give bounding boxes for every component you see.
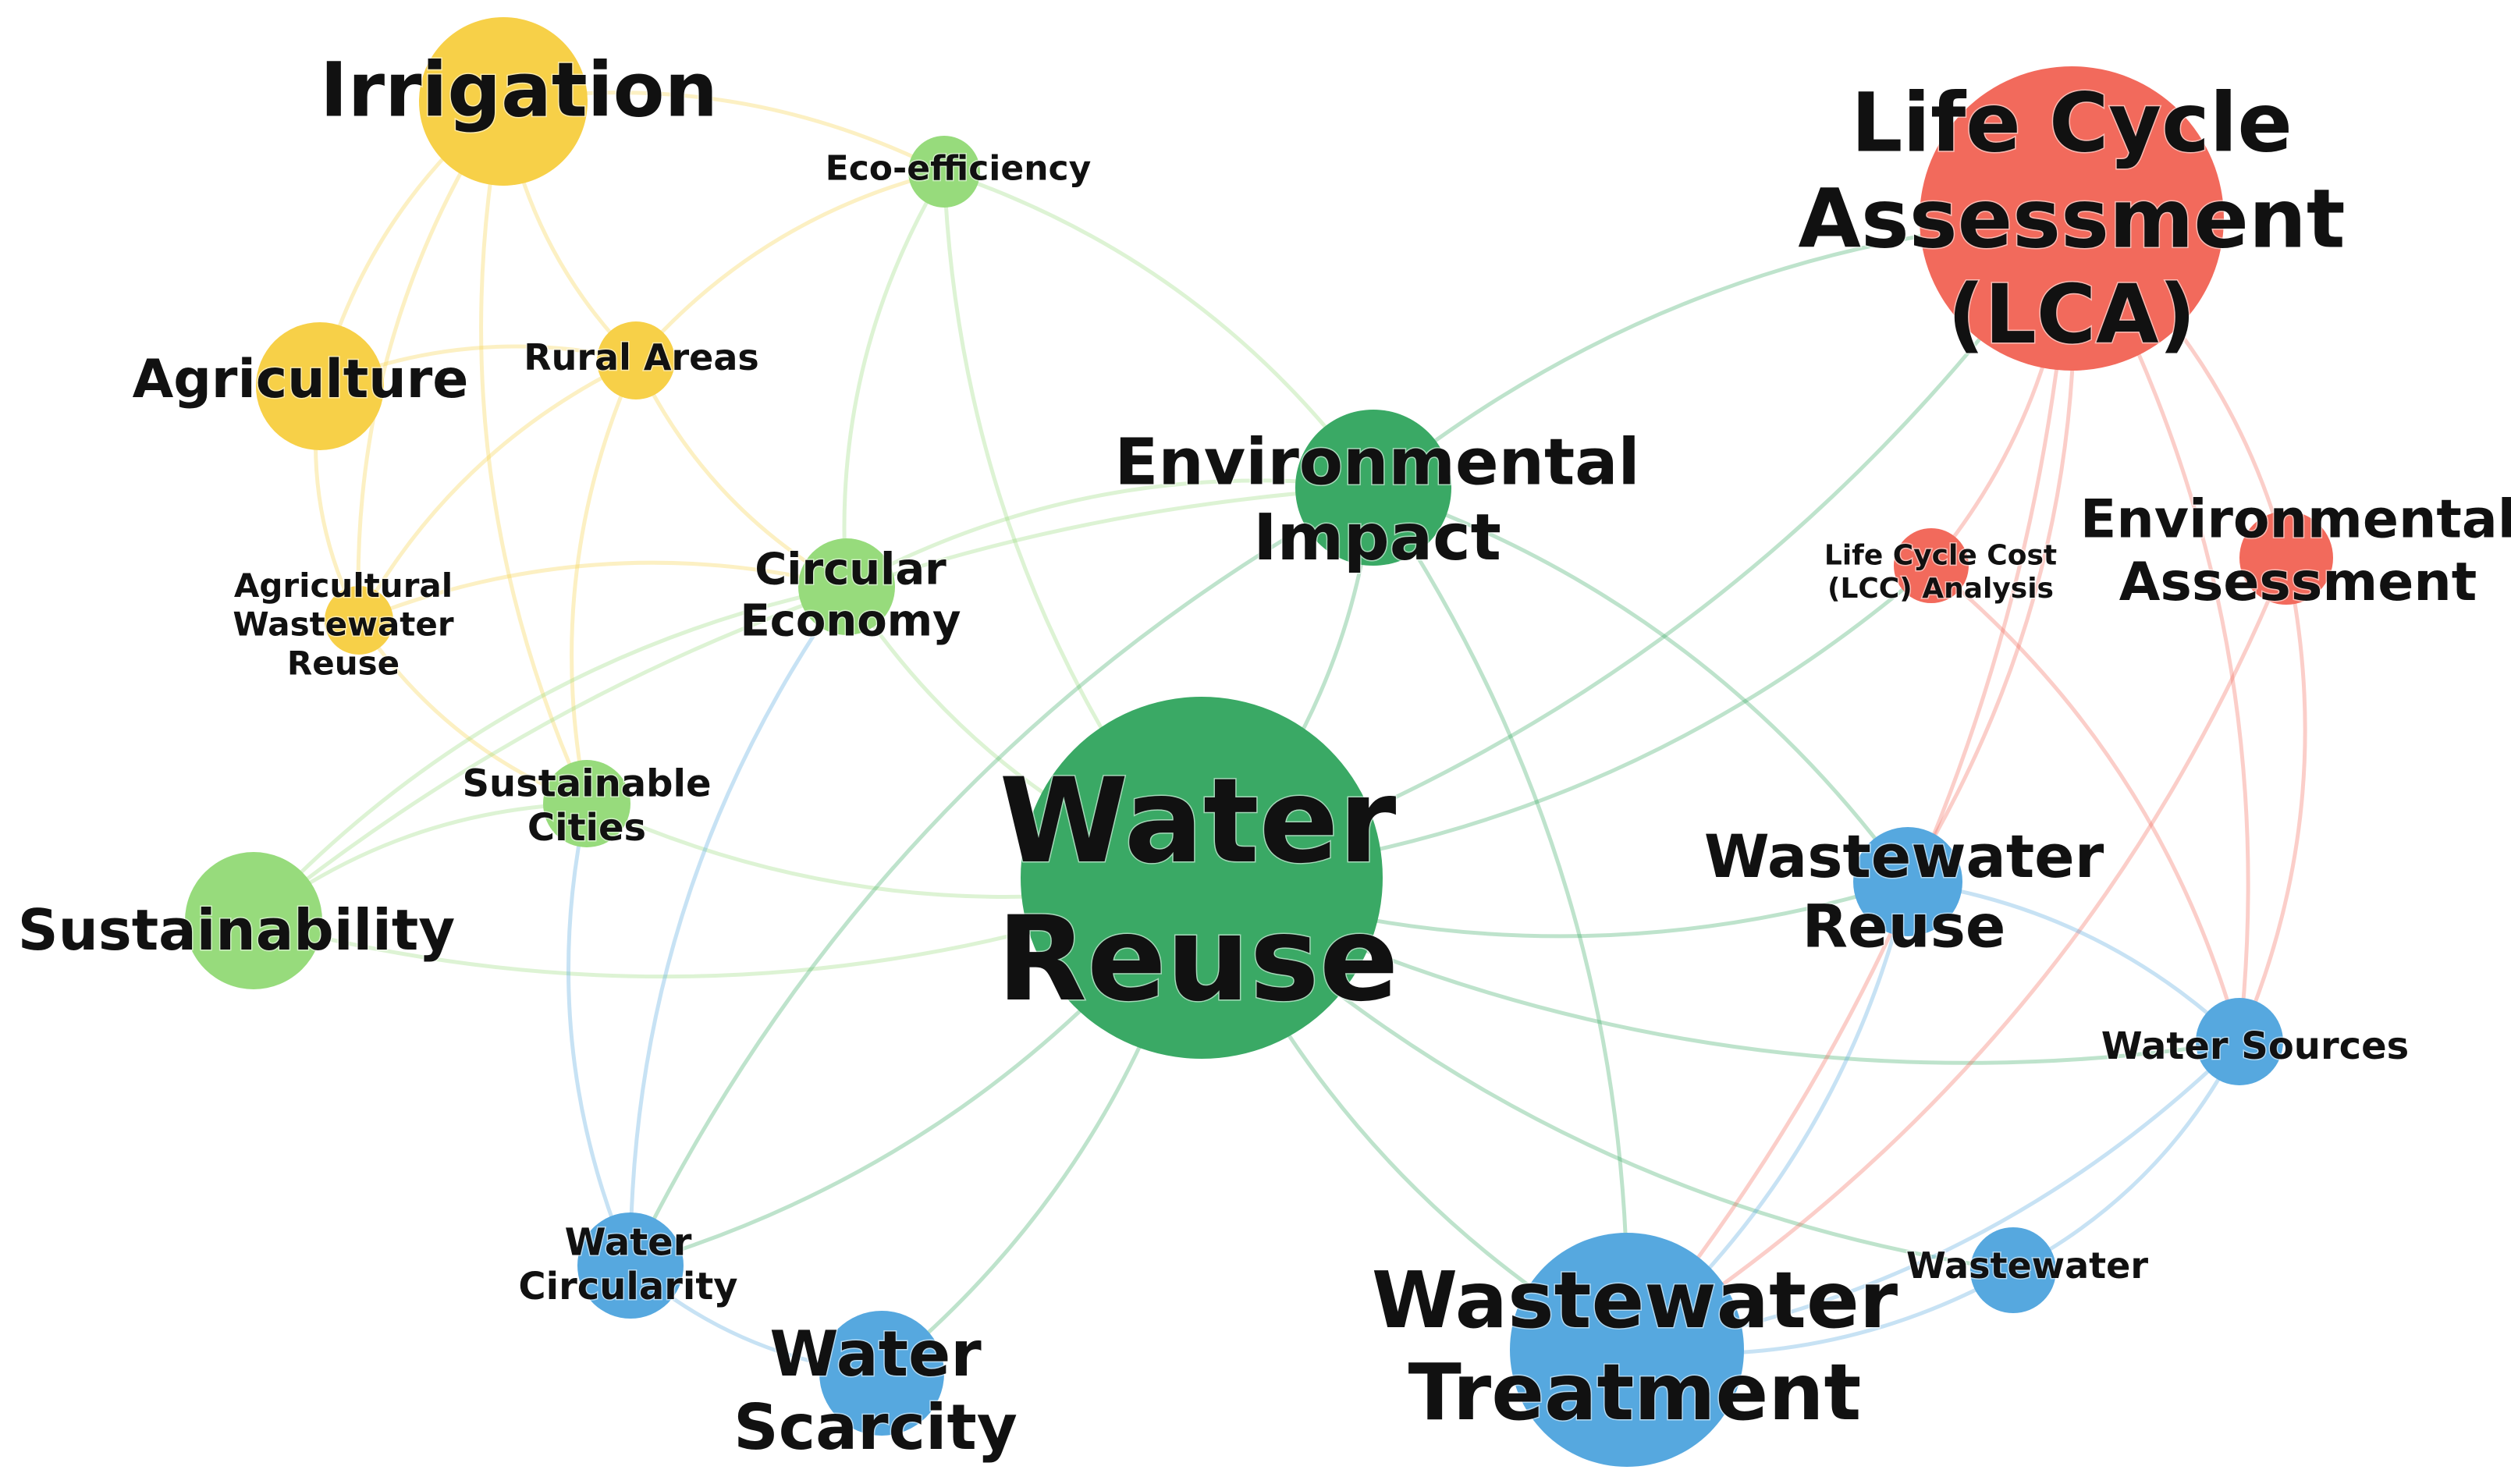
node-label-eco-efficiency: Eco-efficiency bbox=[826, 148, 1092, 188]
edge-environmental-assessment-wastewater-treatment bbox=[1625, 556, 2289, 1352]
node-water-scarcity[interactable] bbox=[819, 1311, 944, 1436]
node-agriculture[interactable] bbox=[256, 322, 384, 450]
node-agri-ww-reuse[interactable] bbox=[325, 586, 393, 655]
node-sustainability[interactable] bbox=[185, 852, 322, 989]
node-label-wastewater: Wastewater bbox=[1906, 1244, 2148, 1287]
node-irrigation[interactable] bbox=[419, 17, 588, 186]
edge-environmental-impact-water-circularity bbox=[628, 485, 1376, 1268]
node-environmental-impact[interactable] bbox=[1295, 410, 1451, 566]
edge-sustainability-environmental-impact bbox=[251, 485, 1376, 923]
node-wastewater[interactable] bbox=[1970, 1227, 2056, 1313]
node-label-irrigation: Irrigation bbox=[320, 47, 718, 134]
edge-water-circularity-sustainable-cities bbox=[566, 801, 633, 1268]
edge-eco-efficiency-circular-economy bbox=[842, 169, 947, 589]
network-edges bbox=[251, 91, 2307, 1376]
node-water-sources[interactable] bbox=[2196, 998, 2283, 1085]
node-environmental-assessment[interactable] bbox=[2239, 511, 2333, 605]
node-wastewater-treatment[interactable] bbox=[1510, 1233, 1744, 1467]
node-label-sustainability: Sustainability bbox=[18, 897, 455, 963]
edge-rural-areas-eco-efficiency bbox=[634, 169, 947, 363]
node-lcc[interactable] bbox=[1894, 528, 1969, 603]
node-lca[interactable] bbox=[1920, 66, 2224, 371]
edge-agri-ww-reuse-circular-economy bbox=[357, 560, 849, 623]
edge-lcc-water-sources bbox=[1929, 563, 2242, 1044]
node-circular-economy[interactable] bbox=[798, 538, 895, 635]
node-eco-efficiency[interactable] bbox=[908, 136, 980, 208]
network-nodes bbox=[185, 17, 2333, 1467]
edge-environmental-assessment-water-sources bbox=[2237, 556, 2307, 1044]
node-label-rural-areas: Rural Areas bbox=[524, 336, 759, 378]
node-label-water-sources: Water Sources bbox=[2101, 1024, 2409, 1068]
edge-rural-areas-agri-ww-reuse bbox=[357, 358, 638, 623]
edge-lca-wastewater-treatment bbox=[1625, 216, 2074, 1352]
node-water-circularity[interactable] bbox=[577, 1212, 684, 1319]
node-rural-areas[interactable] bbox=[597, 321, 675, 399]
edge-environmental-impact-wastewater-reuse bbox=[1371, 485, 1910, 884]
edge-eco-efficiency-environmental-impact bbox=[942, 169, 1376, 490]
edge-water-circularity-circular-economy bbox=[628, 584, 849, 1268]
node-label-lcc: Life Cycle Cost(LCC) Analysis bbox=[1824, 539, 2057, 604]
node-sustainable-cities[interactable] bbox=[543, 760, 630, 847]
node-label-agriculture: Agriculture bbox=[133, 349, 469, 410]
node-wastewater-reuse[interactable] bbox=[1853, 827, 1962, 936]
edge-irrigation-sustainable-cities bbox=[479, 99, 589, 806]
edge-rural-areas-sustainable-cities bbox=[570, 358, 638, 806]
node-water-reuse[interactable] bbox=[1021, 697, 1383, 1059]
edge-circular-economy-sustainability bbox=[251, 584, 849, 923]
edge-environmental-impact-wastewater-treatment bbox=[1371, 485, 1630, 1352]
edge-circular-economy-environmental-impact bbox=[844, 478, 1376, 589]
edge-wastewater-water-sources bbox=[2011, 1039, 2242, 1273]
